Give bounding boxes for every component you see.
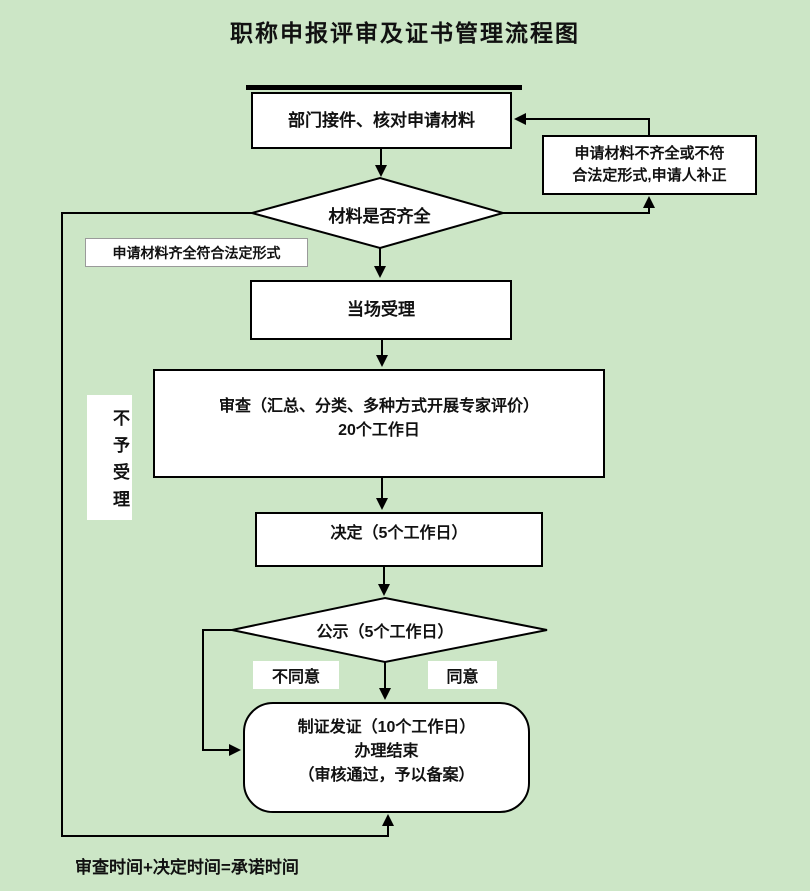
footnote-time-formula: 审查时间+决定时间=承诺时间 [75,858,299,877]
node-review: 审查（汇总、分类、多种方式开展专家评价） 20个工作日 [153,369,605,478]
connector-not-accepted-path [61,212,394,837]
label-disagree: 不同意 [253,661,339,689]
connector-disagree-path [202,629,241,756]
decision-diamond-publicity [231,596,548,664]
node-certificate-issue: 制证发证（10个工作日） 办理结束 （审核通过，予以备案） [243,702,530,813]
label-not-accepted: 不予受理 [87,395,132,520]
node-receive-materials: 部门接件、核对申请材料 [251,92,512,149]
label-agree: 同意 [428,661,497,689]
node-onsite-accept: 当场受理 [250,280,512,340]
page-title: 职称申报评审及证书管理流程图 [230,20,580,46]
node-decide: 决定（5个工作日） [255,512,543,567]
label-materials-complete-condition: 申请材料齐全符合法定形式 [85,238,308,267]
connector-check-to-supplement [503,196,655,214]
top-decorative-bar [246,85,522,90]
node-supplement-materials: 申请材料不齐全或不符 合法定形式,申请人补正 [542,135,757,195]
connector-supplement-to-receive [514,113,650,135]
